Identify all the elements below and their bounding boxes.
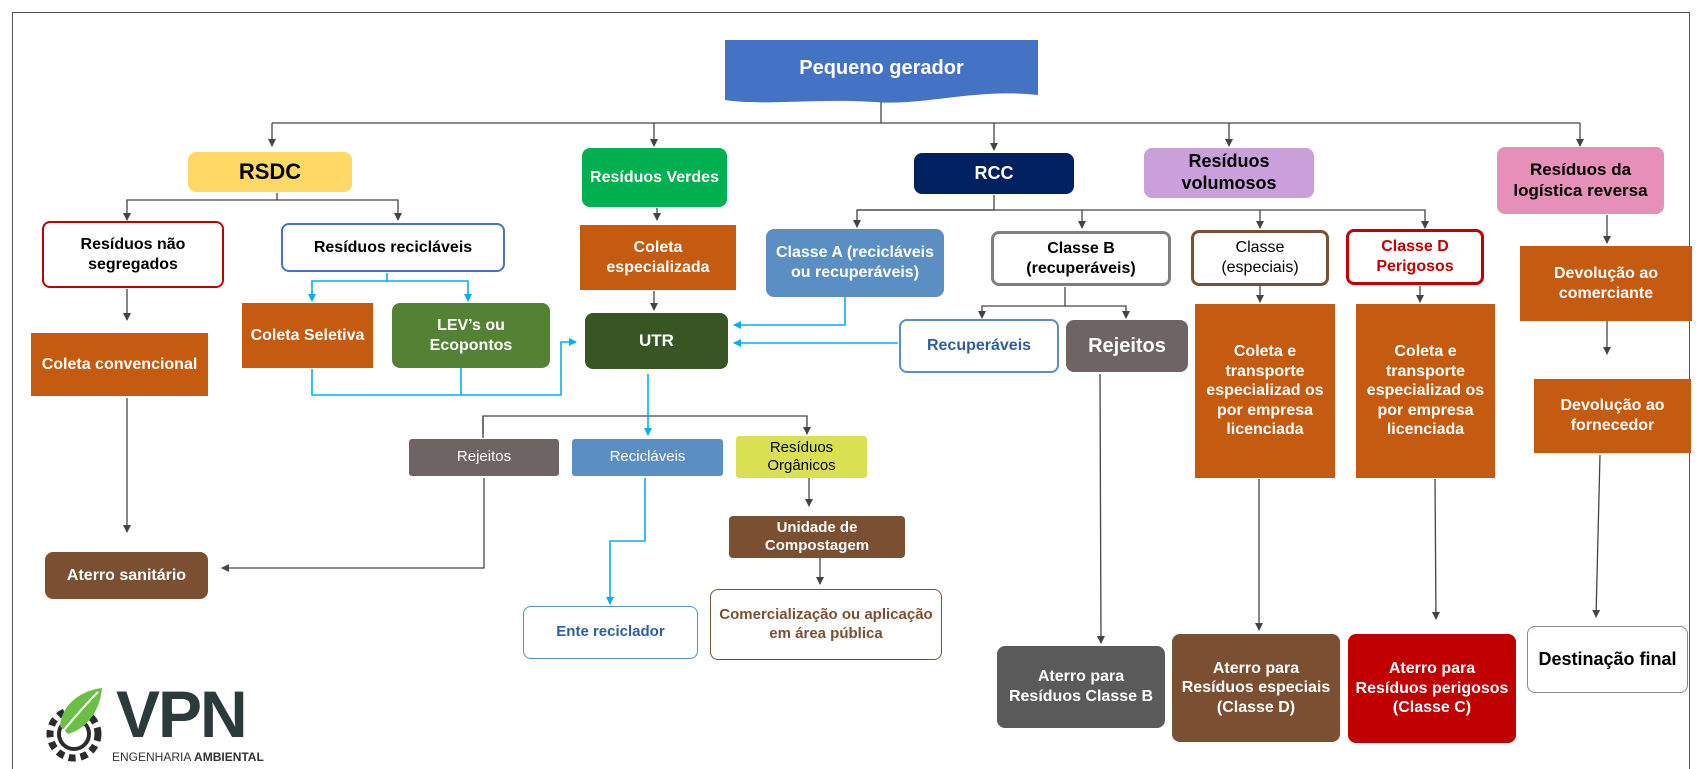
node-aterro-perigosos: Aterro para Resíduos perigosos (Classe C…: [1348, 634, 1516, 743]
node-aterro-especiais: Aterro para Resíduos especiais (Classe D…: [1172, 634, 1340, 742]
connector: [221, 478, 485, 572]
node-aterro-sanitario: Aterro sanitário: [45, 552, 208, 599]
connector: [857, 209, 1429, 229]
connector: [1592, 454, 1601, 618]
connector: [1431, 478, 1440, 620]
node-rejeitos-utr: Rejeitos: [409, 439, 559, 476]
node-coleta-especializada: Coleta especializada: [580, 225, 736, 290]
node-recuperaveis: Recuperáveis: [899, 319, 1059, 373]
node-utr: UTR: [585, 313, 728, 369]
node-aterro-classe-b: Aterro para Resíduos Classe B: [997, 646, 1165, 728]
node-coleta-seletiva: Coleta Seletiva: [242, 303, 373, 368]
connector: [387, 280, 472, 302]
node-destinacao-final: Destinação final: [1527, 626, 1688, 693]
connector: [606, 478, 646, 605]
node-classe-b: Classe B (recuperáveis): [991, 231, 1171, 286]
node-ente-reciclador: Ente reciclador: [523, 606, 698, 659]
connector: [482, 415, 811, 438]
node-residuos-verdes: Resíduos Verdes: [582, 148, 727, 207]
connector: [1096, 373, 1105, 644]
node-residuos-volumosos: Resíduos volumosos: [1144, 148, 1314, 198]
connector: [308, 273, 388, 302]
node-rejeitos-rcc: Rejeitos: [1066, 320, 1188, 372]
node-comercializacao: Comercialização ou aplicação em área púb…: [710, 589, 942, 660]
pequeno-gerador-banner: [725, 40, 1038, 103]
vpn-logo: VPN ENGENHARIA AMBIENTAL: [40, 677, 300, 769]
connector: [733, 297, 846, 329]
connector: [853, 195, 995, 228]
node-devolucao-comerciante: Devolução ao comerciante: [1520, 246, 1692, 321]
node-classe-d: Classe D Perigosos: [1346, 229, 1484, 285]
logo-tagline-bold: AMBIENTAL: [194, 750, 264, 764]
classe-a-label: Classe A (recicláveis ou recuperáveis): [775, 244, 935, 281]
connector: [978, 287, 1066, 319]
logo-mark: VPN: [116, 677, 248, 751]
logo-tagline: ENGENHARIA AMBIENTAL: [112, 750, 264, 764]
node-logistica-reversa: Resíduos da logística reversa: [1497, 147, 1664, 214]
node-unidade-compostagem: Unidade de Compostagem: [729, 516, 905, 558]
connector: [123, 193, 278, 221]
node-classe-a: Classe A (recicláveis ou recuperáveis): [766, 229, 944, 297]
node-pequeno-gerador: Pequeno gerador: [799, 56, 964, 79]
node-residuos-nao-segregados: Resíduos não segregados: [42, 221, 224, 288]
node-classe-especiais: Classe (especiais): [1191, 230, 1329, 286]
node-coleta-convencional: Coleta convencional: [31, 333, 208, 396]
node-reciclaveis-utr: Recicláveis: [572, 439, 723, 476]
node-devolucao-fornecedor: Devolução ao fornecedor: [1534, 379, 1691, 453]
leaf-gear-icon: [46, 688, 102, 762]
node-rsdc: RSDC: [188, 152, 352, 192]
logo-tagline-light: ENGENHARIA: [112, 750, 191, 764]
connector: [311, 338, 577, 396]
connector: [277, 199, 402, 221]
node-coleta-transporte-especiais: Coleta e transporte especializad os por …: [1195, 304, 1335, 478]
node-rcc: RCC: [914, 153, 1074, 194]
node-coleta-transporte-perigosos: Coleta e transporte especializad os por …: [1356, 304, 1495, 478]
connector: [1065, 305, 1130, 319]
node-residuos-reciclaveis: Resíduos recicláveis: [281, 223, 505, 272]
node-levs-ecopontos: LEV’s ou Ecopontos: [392, 303, 550, 368]
node-residuos-organicos: Resíduos Orgânicos: [736, 436, 867, 478]
